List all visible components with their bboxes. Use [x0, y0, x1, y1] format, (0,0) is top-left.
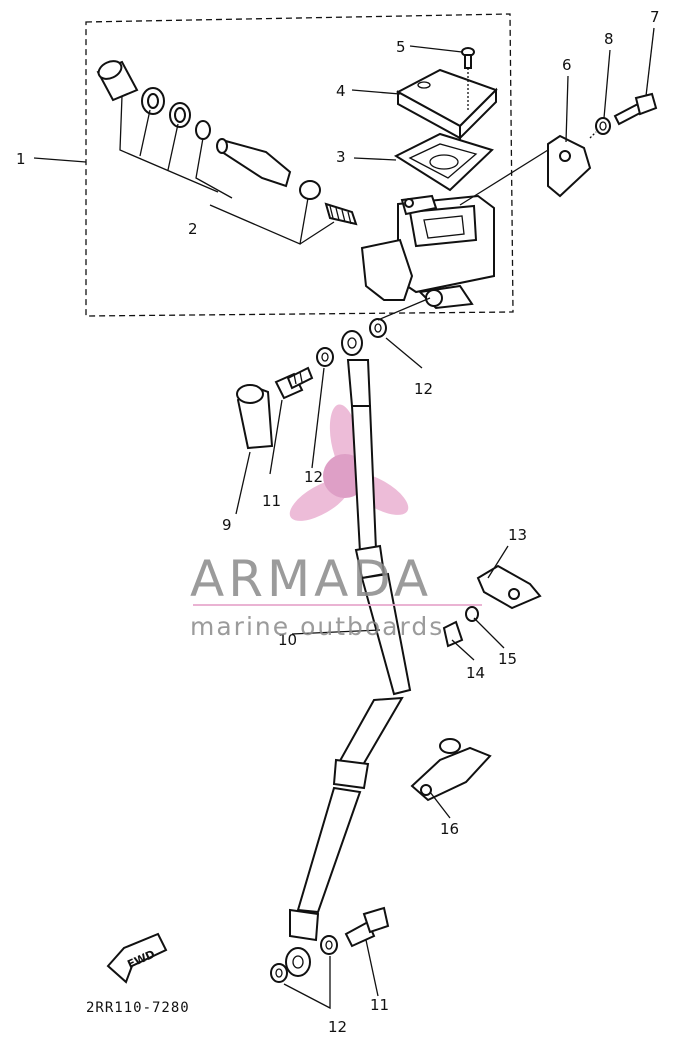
- callout-11-upper: 11: [262, 492, 281, 510]
- callout-6: 6: [562, 56, 572, 74]
- piston-kit-parts: [96, 60, 358, 226]
- callout-5: 5: [396, 38, 406, 56]
- diagram-code: 2RR110-7280: [86, 1000, 190, 1016]
- watermark-propeller-logo: [289, 404, 409, 521]
- holder-bracket-part: [547, 134, 592, 198]
- copper-washer-part-lower-a: [270, 963, 288, 983]
- washer-part-15: [465, 606, 479, 622]
- watermark-tagline: marine outboards: [190, 612, 444, 641]
- callout-3: 3: [336, 148, 346, 166]
- copper-washer-part-body: [369, 318, 387, 338]
- callout-9: 9: [222, 516, 232, 534]
- rubber-cap-part: [236, 384, 274, 450]
- callout-12-body: 12: [414, 380, 433, 398]
- callout-labels: 1 2 3 4 5 6 7 8 9 10 11 11 12 12 12 13 1…: [16, 8, 660, 1036]
- reservoir-cap-part: [395, 68, 498, 141]
- forward-direction-arrow: FWD: [106, 932, 168, 984]
- bolt-part-14: [442, 620, 464, 648]
- watermark-text: ARMADA marine outboards: [190, 550, 482, 641]
- leader-lines: [33, 27, 655, 1010]
- hose-guide-part: [410, 738, 492, 802]
- brake-hose-part: [285, 330, 412, 977]
- callout-8: 8: [604, 30, 614, 48]
- holder-bolt-part-7: [613, 92, 658, 126]
- cap-screw-part: [461, 47, 475, 112]
- callout-10: 10: [278, 631, 297, 649]
- callout-4: 4: [336, 82, 346, 100]
- washer-part-8: [595, 117, 611, 135]
- copper-washer-part-lower-b: [320, 935, 338, 955]
- callout-12-upper: 12: [304, 468, 323, 486]
- callout-15: 15: [498, 650, 517, 668]
- callout-12-lower: 12: [328, 1018, 347, 1036]
- copper-washer-part-upper: [316, 347, 334, 367]
- union-bolt-part-upper: [274, 366, 314, 400]
- callout-2: 2: [188, 220, 198, 238]
- callout-1: 1: [16, 150, 26, 168]
- callout-14: 14: [466, 664, 485, 682]
- master-cylinder-body: [360, 194, 495, 310]
- hose-clamp-part: [476, 564, 542, 610]
- callout-16: 16: [440, 820, 459, 838]
- callout-13: 13: [508, 526, 527, 544]
- union-bolt-part-lower: [344, 906, 390, 948]
- diaphragm-part: [393, 132, 494, 192]
- master-cylinder-assembly-box: [85, 13, 514, 317]
- callout-11-lower: 11: [370, 996, 389, 1014]
- watermark-brand: ARMADA: [190, 550, 432, 608]
- callout-7: 7: [650, 8, 660, 26]
